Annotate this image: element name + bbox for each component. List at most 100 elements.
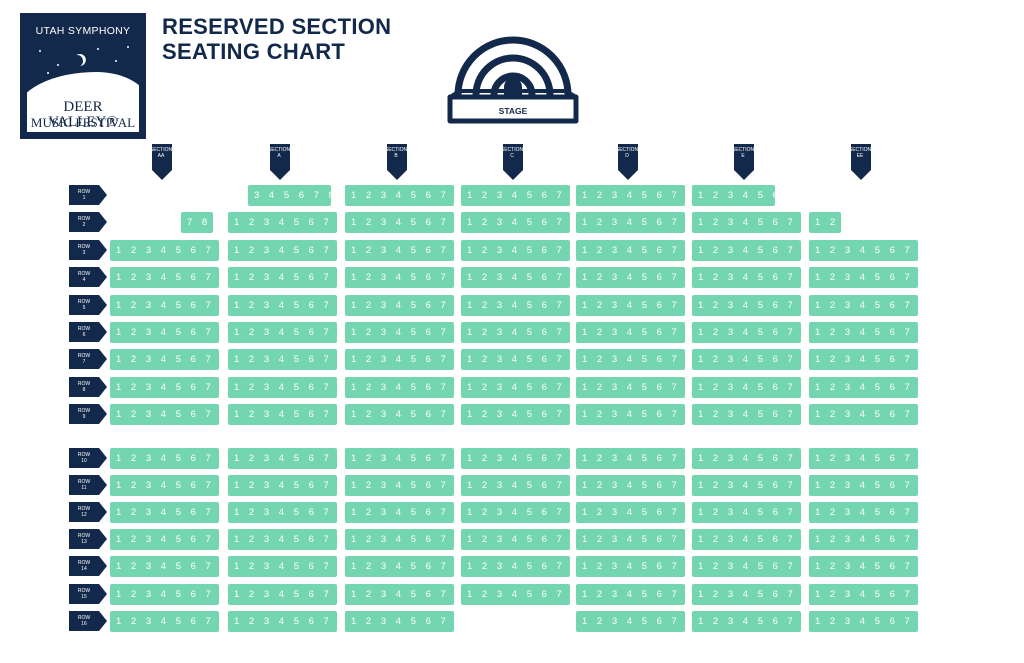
seat-block-b-row-3[interactable]: 1 2 3 4 5 6 7 8 [345,240,454,261]
seat-block-ee-row-14[interactable]: 1 2 3 4 5 6 7 8 [809,556,918,577]
seat-block-ee-row-7[interactable]: 1 2 3 4 5 6 7 8 [809,349,918,370]
seat-block-c-row-14[interactable]: 1 2 3 4 5 6 7 8 [461,556,570,577]
seat-block-ee-row-12[interactable]: 1 2 3 4 5 6 7 8 [809,502,918,523]
seat-block-a-row-14[interactable]: 1 2 3 4 5 6 7 8 [228,556,337,577]
seat-block-d-row-7[interactable]: 1 2 3 4 5 6 7 8 [576,349,685,370]
seat-block-e-row-10[interactable]: 1 2 3 4 5 6 7 8 [692,448,801,469]
seat-block-aa-row-2[interactable]: 7 8 [181,212,213,233]
seat-block-b-row-13[interactable]: 1 2 3 4 5 6 7 8 [345,529,454,550]
seat-block-c-row-2[interactable]: 1 2 3 4 5 6 7 8 [461,212,570,233]
seat-block-e-row-2[interactable]: 1 2 3 4 5 6 7 8 [692,212,801,233]
seat-block-d-row-4[interactable]: 1 2 3 4 5 6 7 8 [576,267,685,288]
seat-block-ee-row-9[interactable]: 1 2 3 4 5 6 7 8 [809,404,918,425]
seat-block-e-row-1[interactable]: 1 2 3 4 5 6 [692,185,775,206]
seat-block-c-row-6[interactable]: 1 2 3 4 5 6 7 8 [461,322,570,343]
seat-block-d-row-13[interactable]: 1 2 3 4 5 6 7 8 [576,529,685,550]
seat-block-c-row-13[interactable]: 1 2 3 4 5 6 7 8 [461,529,570,550]
seat-block-b-row-8[interactable]: 1 2 3 4 5 6 7 8 [345,377,454,398]
seat-block-d-row-15[interactable]: 1 2 3 4 5 6 7 8 [576,584,685,605]
seat-block-e-row-3[interactable]: 1 2 3 4 5 6 7 8 [692,240,801,261]
seat-block-e-row-16[interactable]: 1 2 3 4 5 6 7 8 [692,611,801,632]
seat-block-c-row-8[interactable]: 1 2 3 4 5 6 7 8 [461,377,570,398]
seat-block-d-row-16[interactable]: 1 2 3 4 5 6 7 8 [576,611,685,632]
seat-block-e-row-15[interactable]: 1 2 3 4 5 6 7 8 [692,584,801,605]
seat-block-d-row-10[interactable]: 1 2 3 4 5 6 7 8 [576,448,685,469]
seat-block-e-row-13[interactable]: 1 2 3 4 5 6 7 8 [692,529,801,550]
seat-block-c-row-1[interactable]: 1 2 3 4 5 6 7 8 [461,185,570,206]
seat-block-a-row-11[interactable]: 1 2 3 4 5 6 7 8 [228,475,337,496]
seat-block-e-row-5[interactable]: 1 2 3 4 5 6 7 8 [692,295,801,316]
seat-block-aa-row-6[interactable]: 1 2 3 4 5 6 7 8 [110,322,219,343]
seat-block-ee-row-3[interactable]: 1 2 3 4 5 6 7 8 [809,240,918,261]
seat-block-e-row-14[interactable]: 1 2 3 4 5 6 7 8 [692,556,801,577]
seat-block-aa-row-3[interactable]: 1 2 3 4 5 6 7 8 [110,240,219,261]
seat-block-d-row-11[interactable]: 1 2 3 4 5 6 7 8 [576,475,685,496]
seat-block-a-row-15[interactable]: 1 2 3 4 5 6 7 8 [228,584,337,605]
seat-block-b-row-4[interactable]: 1 2 3 4 5 6 7 8 [345,267,454,288]
seat-block-b-row-12[interactable]: 1 2 3 4 5 6 7 8 [345,502,454,523]
seat-block-ee-row-15[interactable]: 1 2 3 4 5 6 7 8 [809,584,918,605]
seat-block-b-row-11[interactable]: 1 2 3 4 5 6 7 8 [345,475,454,496]
seat-block-a-row-1[interactable]: 3 4 5 6 7 8 [248,185,331,206]
seat-block-c-row-12[interactable]: 1 2 3 4 5 6 7 8 [461,502,570,523]
seat-block-ee-row-13[interactable]: 1 2 3 4 5 6 7 8 [809,529,918,550]
seat-block-ee-row-8[interactable]: 1 2 3 4 5 6 7 8 [809,377,918,398]
seat-block-d-row-14[interactable]: 1 2 3 4 5 6 7 8 [576,556,685,577]
seat-block-a-row-16[interactable]: 1 2 3 4 5 6 7 8 [228,611,337,632]
seat-block-e-row-6[interactable]: 1 2 3 4 5 6 7 8 [692,322,801,343]
seat-block-aa-row-9[interactable]: 1 2 3 4 5 6 7 8 [110,404,219,425]
seat-block-aa-row-7[interactable]: 1 2 3 4 5 6 7 8 [110,349,219,370]
seat-block-a-row-10[interactable]: 1 2 3 4 5 6 7 8 [228,448,337,469]
seat-block-c-row-7[interactable]: 1 2 3 4 5 6 7 8 [461,349,570,370]
seat-block-a-row-12[interactable]: 1 2 3 4 5 6 7 8 [228,502,337,523]
seat-block-d-row-8[interactable]: 1 2 3 4 5 6 7 8 [576,377,685,398]
seat-block-c-row-10[interactable]: 1 2 3 4 5 6 7 8 [461,448,570,469]
seat-block-e-row-7[interactable]: 1 2 3 4 5 6 7 8 [692,349,801,370]
seat-block-d-row-3[interactable]: 1 2 3 4 5 6 7 8 [576,240,685,261]
seat-block-d-row-1[interactable]: 1 2 3 4 5 6 7 8 [576,185,685,206]
seat-block-b-row-9[interactable]: 1 2 3 4 5 6 7 8 [345,404,454,425]
seat-block-d-row-5[interactable]: 1 2 3 4 5 6 7 8 [576,295,685,316]
seat-block-c-row-9[interactable]: 1 2 3 4 5 6 7 8 [461,404,570,425]
seat-block-aa-row-14[interactable]: 1 2 3 4 5 6 7 8 [110,556,219,577]
seat-block-a-row-6[interactable]: 1 2 3 4 5 6 7 8 [228,322,337,343]
seat-block-c-row-15[interactable]: 1 2 3 4 5 6 7 8 [461,584,570,605]
seat-block-d-row-6[interactable]: 1 2 3 4 5 6 7 8 [576,322,685,343]
seat-block-b-row-10[interactable]: 1 2 3 4 5 6 7 8 [345,448,454,469]
seat-block-ee-row-11[interactable]: 1 2 3 4 5 6 7 8 [809,475,918,496]
seat-block-a-row-5[interactable]: 1 2 3 4 5 6 7 8 [228,295,337,316]
seat-block-e-row-11[interactable]: 1 2 3 4 5 6 7 8 [692,475,801,496]
seat-block-c-row-3[interactable]: 1 2 3 4 5 6 7 8 [461,240,570,261]
seat-block-ee-row-2[interactable]: 1 2 [809,212,841,233]
seat-block-ee-row-10[interactable]: 1 2 3 4 5 6 7 8 [809,448,918,469]
seat-block-aa-row-12[interactable]: 1 2 3 4 5 6 7 8 [110,502,219,523]
seat-block-a-row-4[interactable]: 1 2 3 4 5 6 7 8 [228,267,337,288]
seat-block-e-row-4[interactable]: 1 2 3 4 5 6 7 8 [692,267,801,288]
seat-block-b-row-5[interactable]: 1 2 3 4 5 6 7 8 [345,295,454,316]
seat-block-a-row-7[interactable]: 1 2 3 4 5 6 7 8 [228,349,337,370]
seat-block-aa-row-8[interactable]: 1 2 3 4 5 6 7 8 [110,377,219,398]
seat-block-a-row-3[interactable]: 1 2 3 4 5 6 7 8 [228,240,337,261]
seat-block-b-row-1[interactable]: 1 2 3 4 5 6 7 8 [345,185,454,206]
seat-block-e-row-8[interactable]: 1 2 3 4 5 6 7 8 [692,377,801,398]
seat-block-aa-row-10[interactable]: 1 2 3 4 5 6 7 8 [110,448,219,469]
seat-block-b-row-16[interactable]: 1 2 3 4 5 6 7 8 [345,611,454,632]
seat-block-a-row-9[interactable]: 1 2 3 4 5 6 7 8 [228,404,337,425]
seat-block-ee-row-5[interactable]: 1 2 3 4 5 6 7 8 [809,295,918,316]
seat-block-b-row-6[interactable]: 1 2 3 4 5 6 7 8 [345,322,454,343]
seat-block-aa-row-15[interactable]: 1 2 3 4 5 6 7 8 [110,584,219,605]
seat-block-d-row-12[interactable]: 1 2 3 4 5 6 7 8 [576,502,685,523]
seat-block-aa-row-5[interactable]: 1 2 3 4 5 6 7 8 [110,295,219,316]
seat-block-e-row-12[interactable]: 1 2 3 4 5 6 7 8 [692,502,801,523]
seat-block-aa-row-16[interactable]: 1 2 3 4 5 6 7 8 [110,611,219,632]
seat-block-a-row-13[interactable]: 1 2 3 4 5 6 7 8 [228,529,337,550]
seat-block-b-row-14[interactable]: 1 2 3 4 5 6 7 8 [345,556,454,577]
seat-block-ee-row-6[interactable]: 1 2 3 4 5 6 7 8 [809,322,918,343]
seat-block-b-row-7[interactable]: 1 2 3 4 5 6 7 8 [345,349,454,370]
seat-block-c-row-5[interactable]: 1 2 3 4 5 6 7 8 [461,295,570,316]
seat-block-c-row-4[interactable]: 1 2 3 4 5 6 7 8 [461,267,570,288]
seat-block-d-row-9[interactable]: 1 2 3 4 5 6 7 8 [576,404,685,425]
seat-block-b-row-15[interactable]: 1 2 3 4 5 6 7 8 [345,584,454,605]
seat-block-a-row-2[interactable]: 1 2 3 4 5 6 7 8 [228,212,337,233]
seat-block-c-row-11[interactable]: 1 2 3 4 5 6 7 8 [461,475,570,496]
